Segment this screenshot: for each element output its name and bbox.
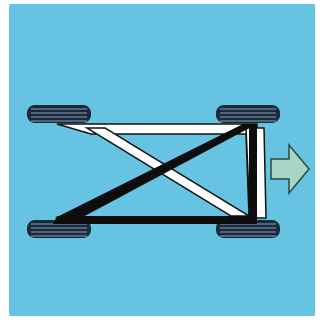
wheel-rear-top [27, 105, 91, 123]
diagram-background [9, 4, 315, 316]
wheel-front-bottom [216, 220, 280, 238]
wheel-front-top [216, 105, 280, 123]
chassis-black-frame [53, 124, 257, 224]
right-arrow-icon [270, 142, 310, 196]
chassis-diagram [9, 4, 315, 316]
